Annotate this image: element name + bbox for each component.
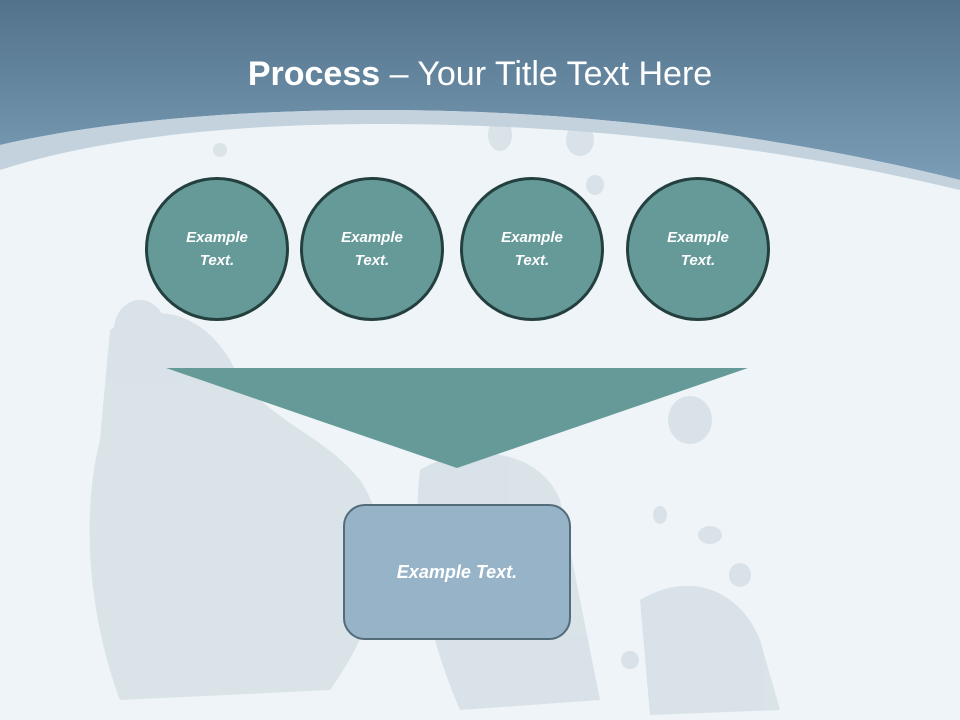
process-step-label: Example Text. bbox=[186, 229, 248, 269]
process-step-2: Example Text. bbox=[300, 177, 444, 321]
result-label: Example Text. bbox=[396, 561, 518, 582]
result-box: Example Text. bbox=[343, 504, 571, 640]
title-rest: – Your Title Text Here bbox=[380, 55, 713, 93]
process-step-3: Example Text. bbox=[460, 177, 604, 321]
slide-title: Process – Your Title Text Here bbox=[0, 52, 960, 96]
process-step-label: Example Text. bbox=[341, 229, 403, 269]
title-bold: Process bbox=[247, 55, 381, 93]
process-step-label: Example Text. bbox=[667, 229, 729, 269]
process-step-1: Example Text. bbox=[145, 177, 289, 321]
funnel-arrow bbox=[166, 368, 748, 468]
process-step-4: Example Text. bbox=[626, 177, 770, 321]
process-step-label: Example Text. bbox=[501, 229, 563, 269]
